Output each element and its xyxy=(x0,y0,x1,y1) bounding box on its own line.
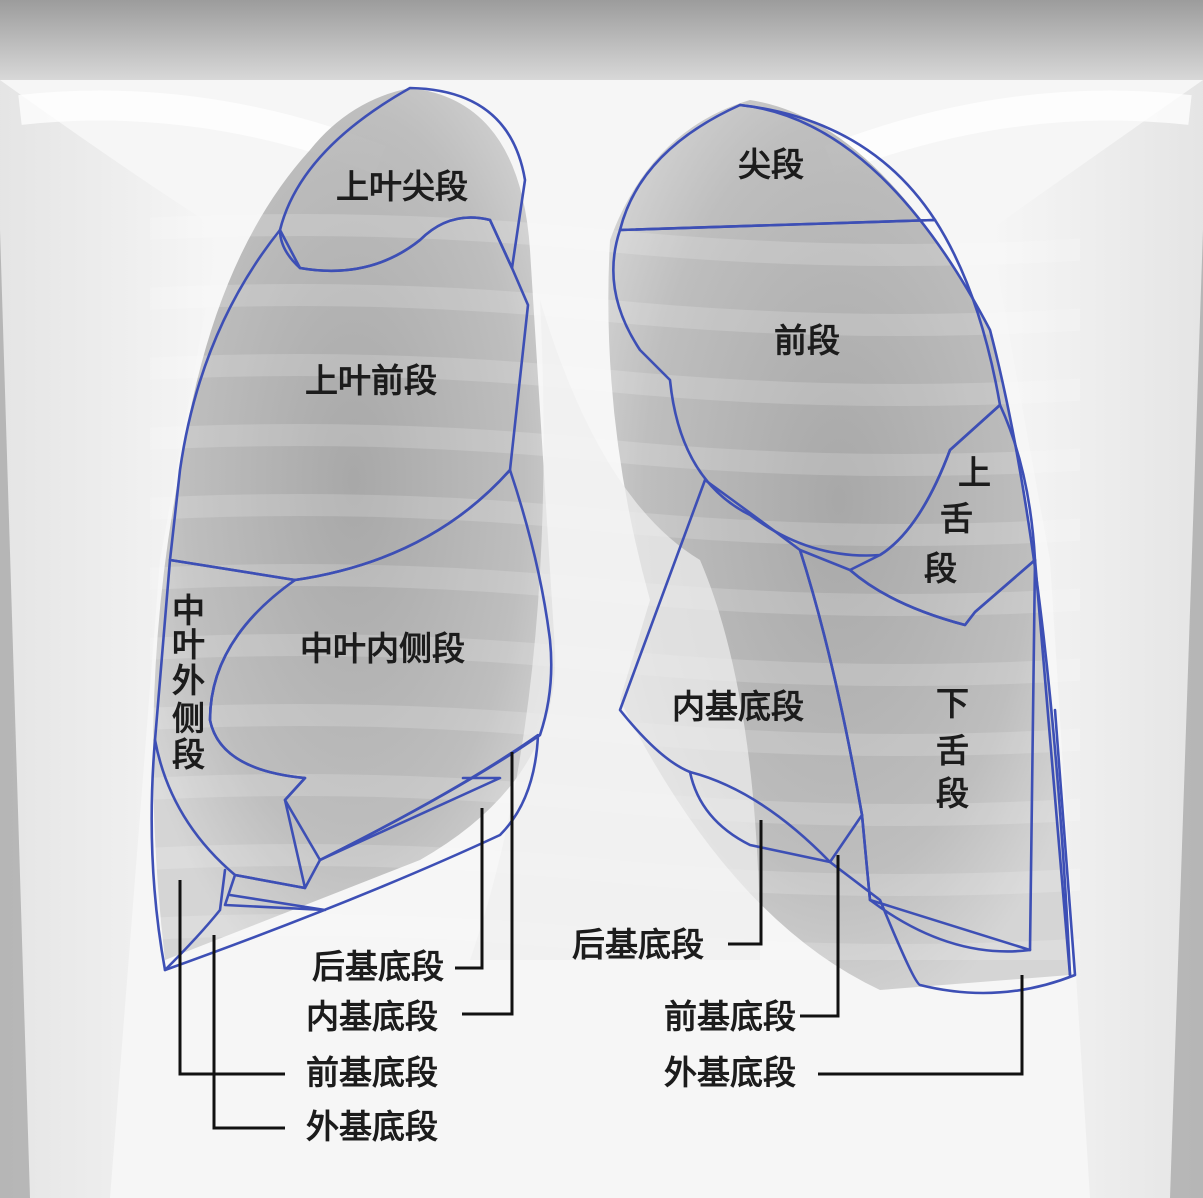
label-left-apical: 尖段 xyxy=(738,145,804,184)
label-right-middle-lateral-5: 段 xyxy=(172,735,205,774)
label-left-superior-lingular-1: 上 xyxy=(958,453,991,492)
label-left-superior-lingular-3: 段 xyxy=(924,549,957,588)
label-left-inferior-lingular-2: 舌 xyxy=(936,731,969,770)
label-right-middle-lateral-4: 侧 xyxy=(172,699,205,738)
label-left-inferior-lingular-3: 段 xyxy=(936,774,969,813)
label-left-anterior: 前段 xyxy=(774,321,840,360)
label-left-superior-lingular-2: 舌 xyxy=(940,499,973,538)
label-left-inferior-lingular-1: 下 xyxy=(936,684,969,723)
lung-fields xyxy=(150,88,1080,990)
label-right-anterior: 上叶前段 xyxy=(305,361,437,400)
label-left-medial-basal: 内基底段 xyxy=(672,687,804,726)
label-left-anterior-basal: 前基底段 xyxy=(664,997,796,1036)
label-right-apical: 上叶尖段 xyxy=(336,167,468,206)
label-right-middle-lateral-3: 外 xyxy=(172,661,205,700)
label-right-anterior-basal: 前基底段 xyxy=(306,1053,438,1092)
label-right-lateral-basal: 外基底段 xyxy=(306,1107,438,1146)
label-right-medial-basal: 内基底段 xyxy=(306,997,438,1036)
label-right-posterior-basal: 后基底段 xyxy=(312,947,444,986)
label-left-lateral-basal: 外基底段 xyxy=(664,1053,796,1092)
label-right-middle-medial: 中叶内侧段 xyxy=(300,629,465,668)
label-left-posterior-basal: 后基底段 xyxy=(572,925,704,964)
label-right-middle-lateral-2: 叶 xyxy=(172,625,205,664)
